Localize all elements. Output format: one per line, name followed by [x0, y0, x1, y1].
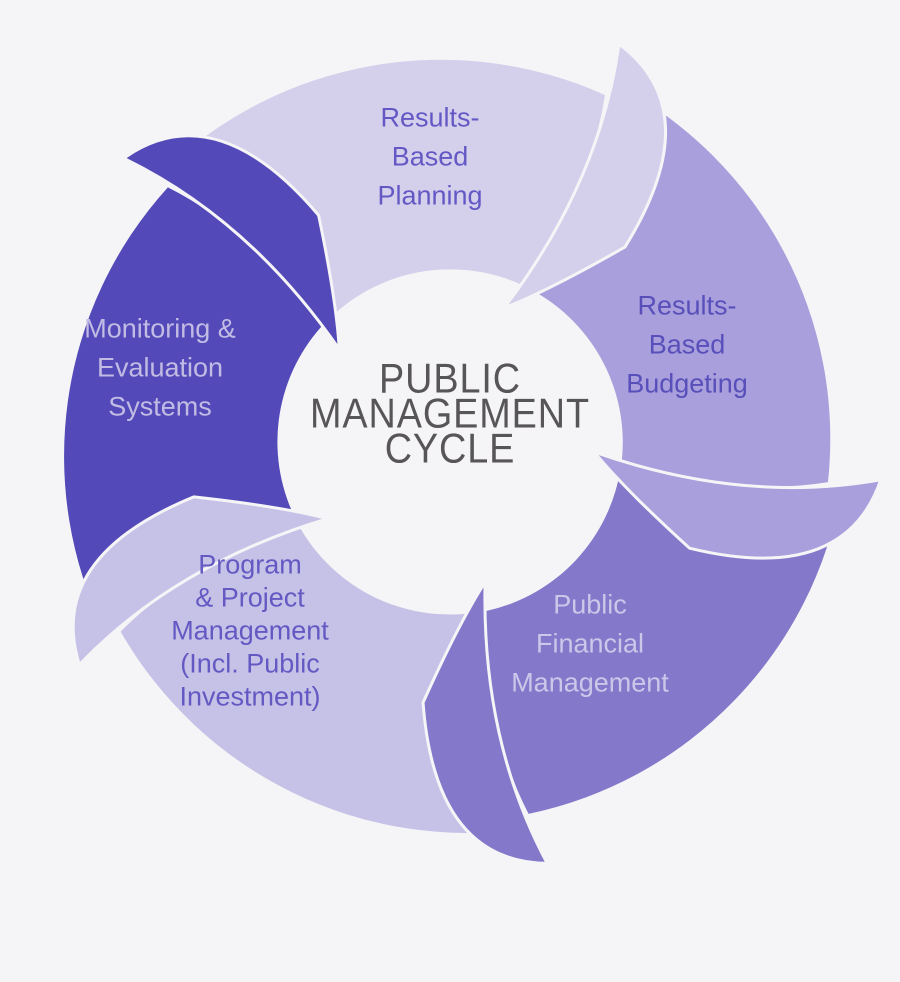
- cycle-arrows-graphic: [0, 42, 900, 921]
